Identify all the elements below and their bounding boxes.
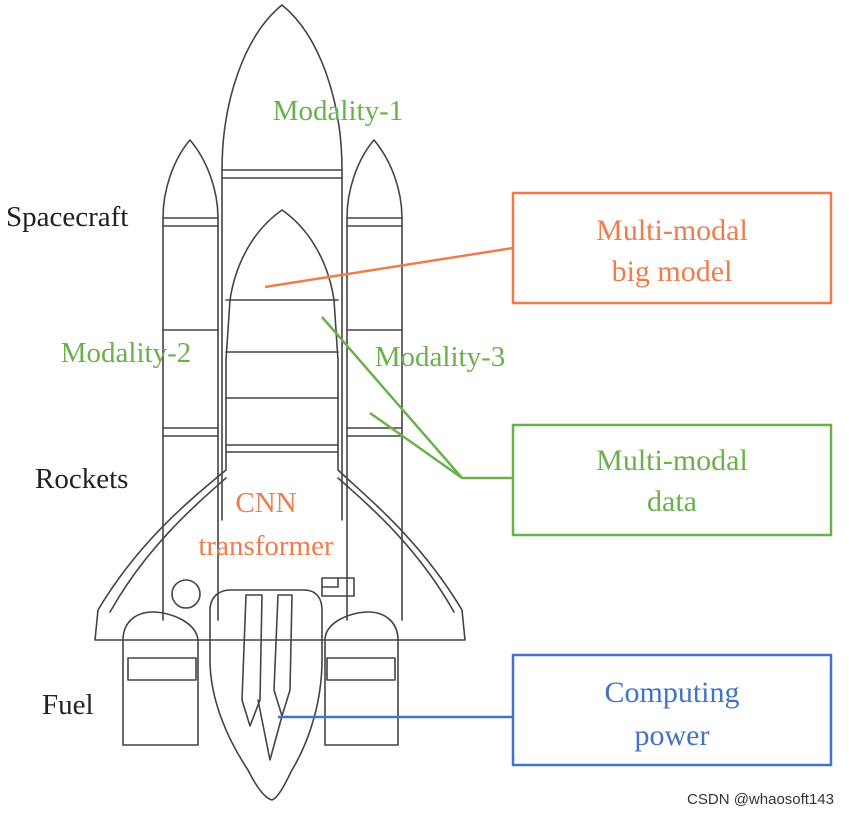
orbiter-window	[171, 579, 201, 609]
modality-2-label: Modality-2	[61, 337, 192, 369]
data-connector-line-b	[369, 411, 463, 480]
engine-nozzle-right	[273, 594, 293, 717]
multimodal-model-box: Multi-modal big model	[511, 191, 833, 305]
engine-nozzle-left	[241, 594, 263, 727]
model-box-line1: Multi-modal	[596, 214, 748, 247]
spacecraft-label: Spacecraft	[6, 201, 128, 233]
compute-box-line2: power	[635, 719, 710, 752]
data-box-line2: data	[647, 485, 697, 518]
left-booster	[162, 139, 219, 621]
model-box-line2: big model	[612, 255, 733, 288]
orbiter	[94, 209, 466, 641]
rockets-label: Rockets	[35, 463, 128, 495]
model-connector-line	[264, 246, 514, 289]
compute-box-line1: Computing	[604, 676, 739, 709]
data-box-line1: Multi-modal	[596, 444, 748, 477]
main-engine-body	[209, 589, 323, 801]
cnn-label: CNN	[235, 487, 296, 519]
computing-power-box: Computing power	[511, 653, 833, 767]
fuel-label: Fuel	[42, 689, 94, 721]
multimodal-data-box: Multi-modal data	[511, 423, 833, 537]
modality-1-label: Modality-1	[273, 95, 404, 127]
external-tank	[221, 4, 343, 521]
modality-3-label: Modality-3	[375, 341, 506, 373]
transformer-label: transformer	[198, 530, 334, 562]
right-booster	[346, 139, 403, 621]
right-booster-casing	[324, 611, 399, 746]
left-booster-casing	[122, 611, 199, 746]
watermark: CSDN @whaosoft143	[687, 791, 834, 808]
